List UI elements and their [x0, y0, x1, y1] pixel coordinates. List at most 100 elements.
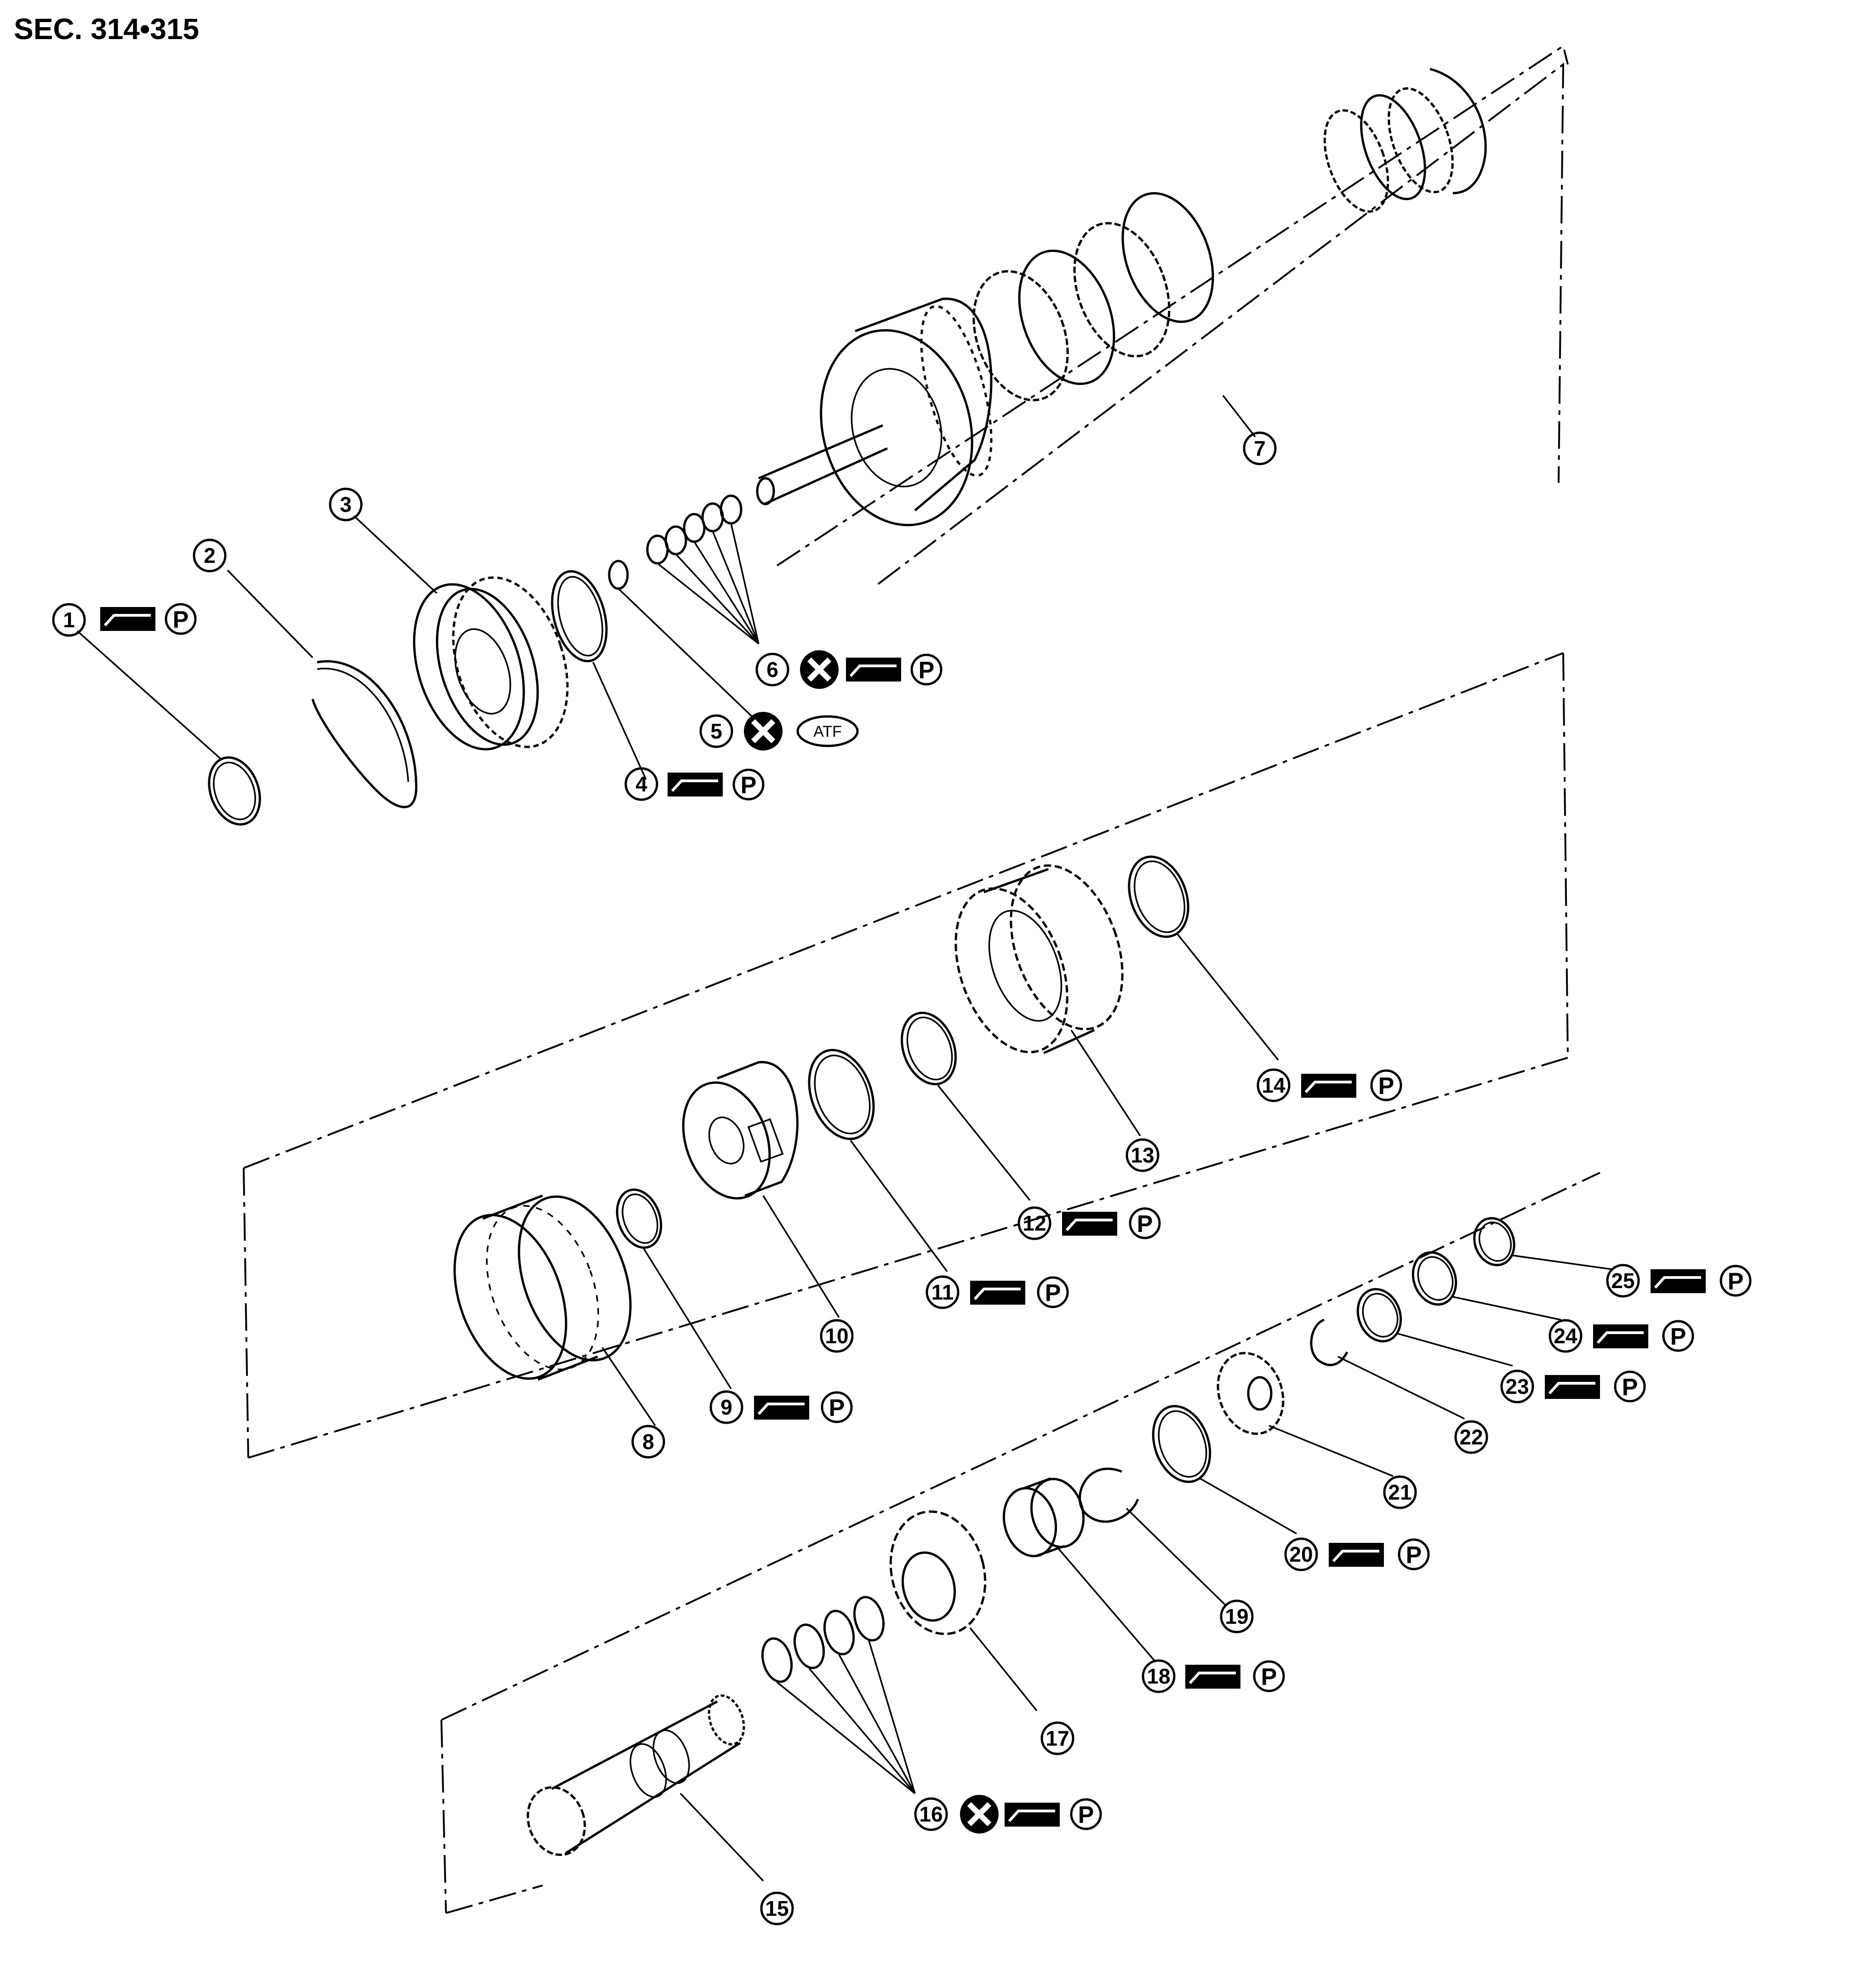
- callout-25: 25 P: [1606, 1264, 1752, 1298]
- callout-14: 14 P: [1257, 1068, 1402, 1102]
- part-19-snap-ring: [1079, 1467, 1139, 1523]
- svg-text:P: P: [741, 772, 757, 799]
- sealant-icon: [1593, 1324, 1648, 1348]
- callout-18: 18 P: [1142, 1659, 1285, 1693]
- phantom-lines: [243, 44, 1600, 1914]
- callout-2: 2: [193, 539, 227, 573]
- callout-22: 22: [1454, 1420, 1488, 1454]
- svg-text:11: 11: [931, 1280, 954, 1304]
- x-icon: [744, 712, 783, 751]
- part-15-output-shaft: [526, 1694, 745, 1856]
- atf-icon: ATF: [796, 715, 859, 747]
- part-25-seal-ring: [1473, 1217, 1515, 1266]
- part-14-seal-ring: [1128, 855, 1189, 938]
- sealant-icon: [1301, 1074, 1356, 1098]
- svg-text:10: 10: [825, 1324, 848, 1348]
- callout-12: 12 P: [1017, 1206, 1161, 1240]
- svg-text:24: 24: [1554, 1324, 1577, 1348]
- svg-text:23: 23: [1505, 1375, 1529, 1398]
- svg-text:9: 9: [720, 1395, 732, 1419]
- svg-text:17: 17: [1046, 1726, 1069, 1750]
- sealant-icon: [754, 1396, 809, 1420]
- sealant-icon: [668, 773, 723, 796]
- p-icon: P: [732, 768, 765, 801]
- p-icon: P: [1662, 1320, 1694, 1352]
- part-8-clutch-hub: [453, 1194, 632, 1381]
- p-icon: P: [910, 653, 943, 686]
- p-icon: P: [1129, 1207, 1161, 1239]
- svg-text:1: 1: [63, 608, 75, 632]
- svg-text:12: 12: [1023, 1211, 1046, 1235]
- svg-text:19: 19: [1225, 1604, 1248, 1628]
- callout-5: 5 ATF: [699, 712, 859, 751]
- sealant-icon: [1062, 1212, 1117, 1236]
- callouts: 1 P 2 3 4 P 5 ATF 6: [52, 431, 1752, 1925]
- callout-7: 7: [1243, 431, 1277, 465]
- p-icon: P: [1614, 1370, 1646, 1403]
- svg-text:P: P: [1670, 1323, 1686, 1350]
- x-icon: [960, 1795, 999, 1833]
- svg-text:P: P: [1261, 1664, 1277, 1690]
- callout-16: 16 P: [914, 1795, 1102, 1833]
- callout-17: 17: [1040, 1721, 1074, 1755]
- part-22-snap-ring: [1310, 1318, 1348, 1366]
- part-7-clutch-assembly: [756, 68, 1487, 527]
- sealant-icon: [846, 658, 901, 682]
- sealant-icon: [1185, 1665, 1240, 1689]
- part-4-seal-ring: [551, 570, 608, 663]
- svg-text:16: 16: [919, 1802, 943, 1826]
- svg-text:P: P: [829, 1395, 845, 1421]
- svg-text:3: 3: [340, 493, 352, 516]
- svg-text:P: P: [1137, 1211, 1153, 1237]
- part-1-seal-ring: [208, 756, 261, 826]
- callout-19: 19: [1220, 1599, 1254, 1633]
- svg-text:15: 15: [765, 1896, 789, 1920]
- svg-text:21: 21: [1388, 1480, 1411, 1504]
- svg-text:5: 5: [710, 719, 722, 743]
- sealant-icon: [1651, 1269, 1706, 1293]
- svg-text:P: P: [1728, 1268, 1744, 1295]
- part-2-snap-ring: [311, 660, 417, 808]
- callout-9: 9 P: [709, 1390, 853, 1424]
- p-icon: P: [1398, 1538, 1430, 1570]
- callout-8: 8: [631, 1425, 665, 1459]
- sealant-icon: [1545, 1375, 1600, 1399]
- svg-text:2: 2: [204, 544, 216, 567]
- sealant-icon: [970, 1281, 1025, 1305]
- part-6-o-rings: [646, 494, 743, 565]
- callout-21: 21: [1383, 1475, 1417, 1509]
- svg-text:6: 6: [766, 658, 778, 682]
- p-icon: P: [1720, 1265, 1752, 1297]
- p-icon: P: [1070, 1798, 1102, 1830]
- svg-text:7: 7: [1254, 436, 1266, 460]
- svg-text:25: 25: [1611, 1269, 1634, 1293]
- p-icon: P: [1253, 1660, 1285, 1692]
- svg-text:P: P: [1622, 1374, 1638, 1401]
- svg-text:18: 18: [1147, 1664, 1170, 1688]
- part-23-seal-ring: [1356, 1288, 1402, 1343]
- svg-text:4: 4: [635, 772, 647, 796]
- part-18-needle-bearing: [1002, 1477, 1085, 1558]
- callout-24: 24 P: [1548, 1319, 1694, 1353]
- svg-text:P: P: [1078, 1802, 1094, 1828]
- callout-11: 11 P: [926, 1275, 1069, 1309]
- part-21-gear: [1217, 1352, 1285, 1435]
- section-label: SEC. 314•315: [14, 12, 199, 46]
- svg-text:P: P: [1045, 1280, 1061, 1306]
- part-24-seal-ring: [1411, 1251, 1457, 1306]
- part-11-seal-ring: [808, 1048, 875, 1140]
- p-icon: P: [1370, 1069, 1402, 1101]
- part-3-clutch-drum: [413, 576, 569, 751]
- callout-23: 23 P: [1500, 1369, 1646, 1404]
- p-icon: P: [165, 603, 197, 635]
- part-20-seal-ring: [1152, 1405, 1211, 1483]
- callout-10: 10: [820, 1319, 854, 1353]
- callout-13: 13: [1126, 1138, 1160, 1172]
- callout-6: 6 P: [755, 650, 943, 689]
- callout-3: 3: [329, 487, 363, 521]
- callout-1: 1 P: [52, 603, 197, 637]
- sealant-icon: [1329, 1543, 1384, 1567]
- callout-15: 15: [760, 1891, 794, 1925]
- svg-text:P: P: [919, 657, 935, 684]
